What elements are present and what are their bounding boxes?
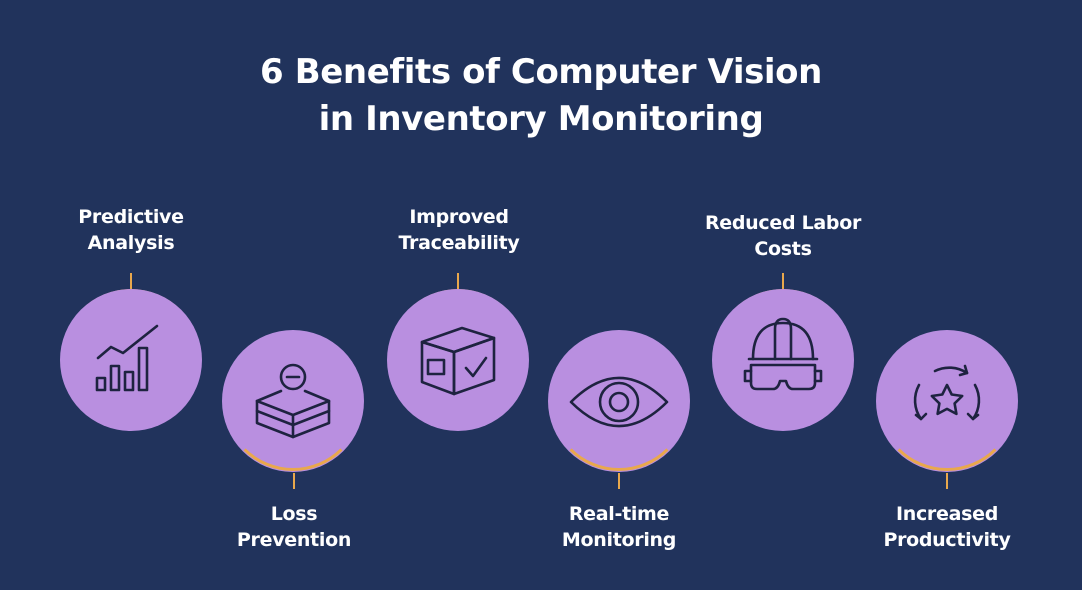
connector-stem — [782, 273, 784, 289]
accent-arc — [549, 331, 689, 471]
connector-stem — [130, 273, 132, 289]
connector-stem — [946, 473, 948, 489]
accent-arc — [223, 331, 363, 471]
benefit-label: Predictive Analysis — [78, 206, 184, 254]
accent-arc — [877, 331, 1017, 471]
eye-icon — [569, 362, 669, 442]
connector-stem — [457, 273, 459, 289]
star-cycle-icon — [907, 361, 987, 441]
benefit-label: Loss Prevention — [236, 503, 352, 551]
connector-stem — [618, 473, 620, 489]
title-line-1: 6 Benefits of Computer Vision — [260, 52, 822, 92]
connector-stem — [293, 473, 295, 489]
stacked-boxes-minus-icon — [253, 360, 333, 444]
benefit-label: Increased Productivity — [883, 503, 1011, 551]
benefit-circle — [387, 289, 529, 431]
hard-hat-goggles-icon — [743, 315, 823, 395]
benefit-label: Improved Traceability — [398, 206, 520, 254]
title-line-2: in Inventory Monitoring — [318, 99, 764, 139]
page-title: 6 Benefits of Computer Vision in Invento… — [0, 49, 1082, 143]
benefit-label: Reduced Labor Costs — [704, 212, 862, 260]
box-checkmark-icon — [418, 320, 498, 400]
benefit-label: Real-time Monitoring — [561, 503, 677, 551]
bar-chart-icon — [91, 320, 171, 400]
benefit-circle — [60, 289, 202, 431]
